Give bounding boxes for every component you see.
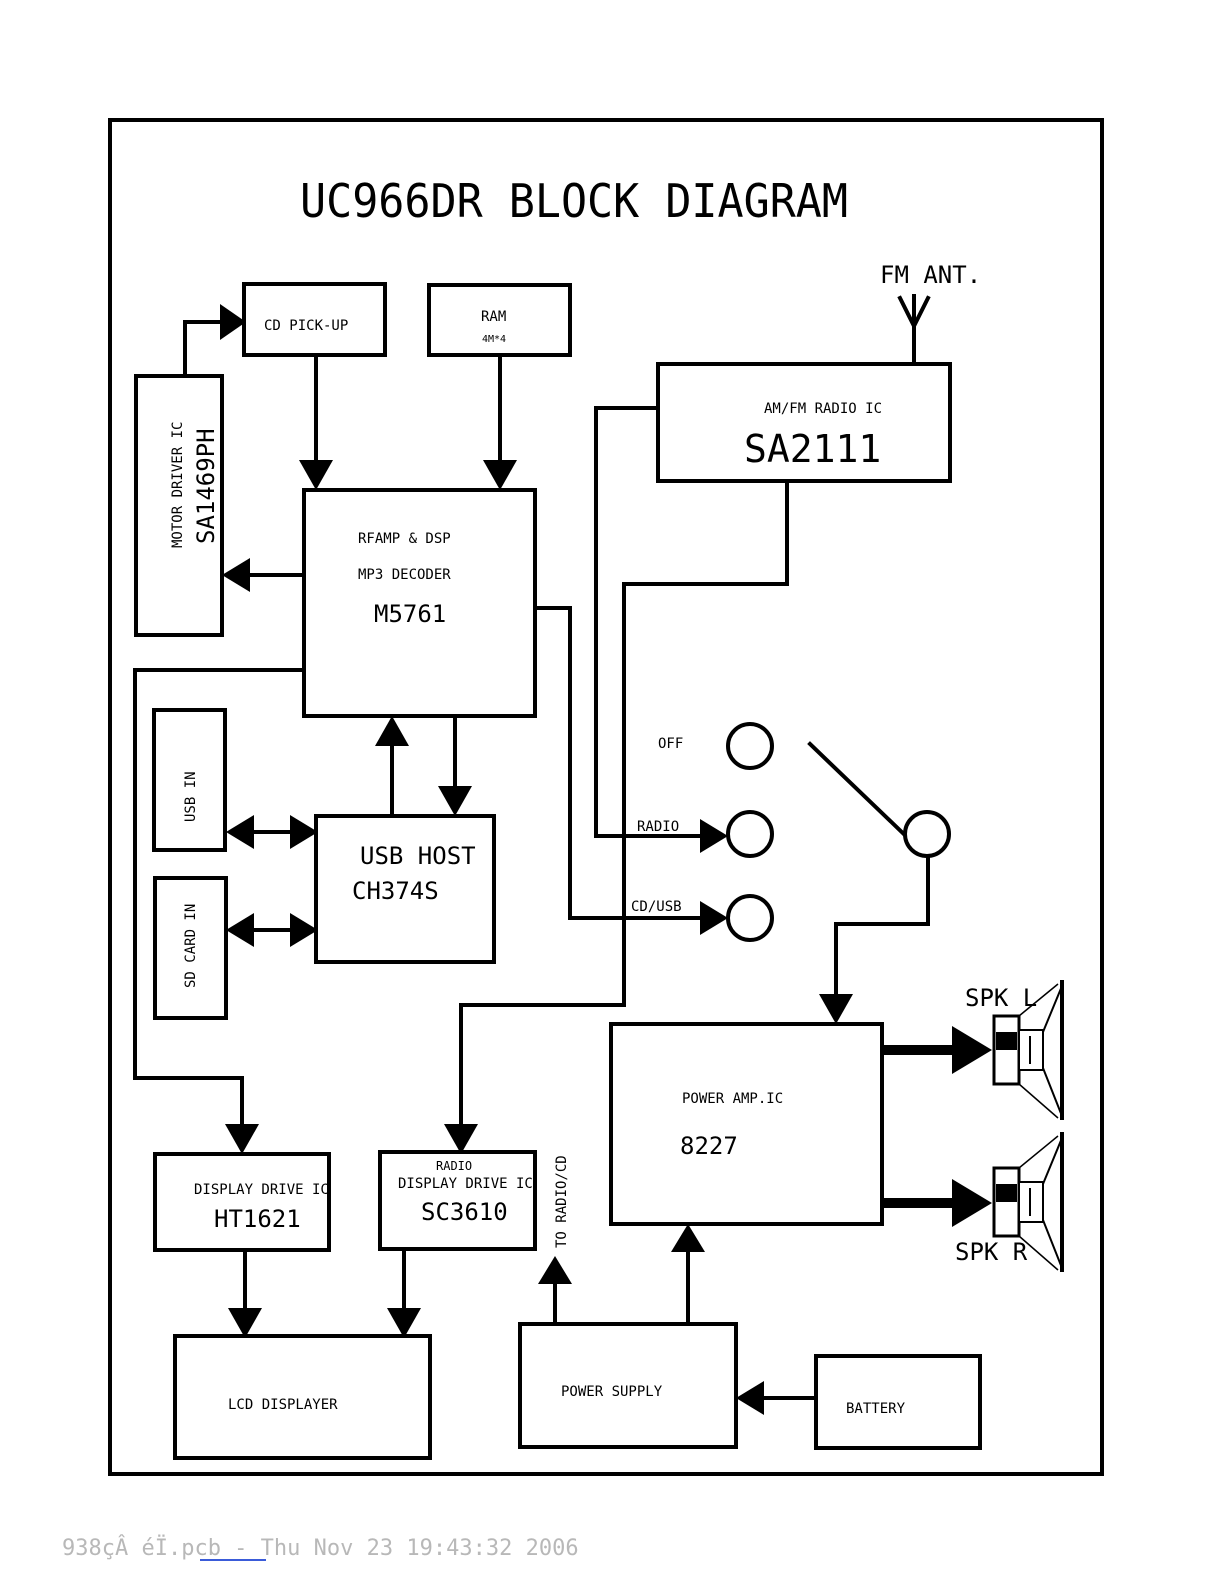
dsp-to-cdusb-line (534, 606, 704, 920)
usb-host-chip: CH374S (352, 877, 439, 905)
arrowhead (387, 1308, 421, 1338)
arrowhead (819, 994, 853, 1024)
arrowhead (222, 558, 250, 592)
arrowhead (671, 1224, 705, 1252)
switch-off-contact (726, 722, 774, 770)
speaker-left (992, 980, 1064, 1120)
display-drive-ic-2-label: DISPLAY DRIVE IC (398, 1176, 533, 1192)
usb-host-label: USB HOST (360, 842, 476, 870)
dsp-label-2: MP3 DECODER (358, 567, 451, 583)
dsp-to-disp1-line (133, 668, 306, 1130)
arrowhead (225, 1124, 259, 1154)
switch-common-contact (903, 810, 951, 858)
switch-radio-label: RADIO (637, 819, 679, 835)
power-supply-block: POWER SUPPLY (518, 1322, 738, 1449)
speaker-left-label: SPK L (965, 984, 1037, 1012)
selector-switch-lever (807, 741, 911, 841)
display-drive-ic-2-top-label: RADIO (436, 1159, 472, 1173)
motor-driver-chip: SA1469PH (192, 428, 220, 544)
display-drive-ic-1-block: DISPLAY DRIVE IC HT1621 (153, 1152, 331, 1252)
arrowhead (483, 460, 517, 490)
arrowhead (952, 1026, 992, 1074)
lcd-displayer-block: LCD DISPLAYER (173, 1334, 432, 1460)
radio-ic-label: AM/FM RADIO IC (764, 401, 882, 417)
display-drive-ic-2-chip: SC3610 (421, 1198, 508, 1226)
switch-cdusb-contact (726, 894, 774, 942)
cd-pickup-block: CD PICK-UP (242, 282, 387, 357)
motor-driver-label: MOTOR DRIVER IC (170, 422, 186, 548)
arrowhead (538, 1256, 572, 1284)
to-radio-cd-label: TO RADIO/CD (554, 1155, 570, 1248)
motor-to-pickup-line (183, 320, 224, 378)
radio-to-switch-line (594, 406, 704, 838)
arrowhead (290, 815, 318, 849)
power-amp-label: POWER AMP.IC (682, 1091, 783, 1107)
switch-to-amp-line (834, 854, 930, 998)
lcd-displayer-label: LCD DISPLAYER (228, 1397, 338, 1413)
arrowhead (226, 913, 254, 947)
dsp-label-1: RFAMP & DSP (358, 531, 451, 547)
ram-size-label: 4M*4 (482, 334, 506, 345)
power-amp-chip: 8227 (680, 1132, 738, 1160)
sd-card-in-block: SD CARD IN (153, 876, 228, 1020)
switch-off-label: OFF (658, 736, 683, 752)
arrowhead (952, 1179, 992, 1227)
dsp-chip: M5761 (374, 600, 446, 628)
arrowhead (228, 1308, 262, 1338)
arrowhead (290, 913, 318, 947)
ram-block: RAM 4M*4 (427, 283, 572, 357)
fm-antenna-label: FM ANT. (880, 261, 981, 289)
usb-in-block: USB IN (152, 708, 227, 852)
battery-block: BATTERY (814, 1354, 982, 1450)
arrowhead (226, 815, 254, 849)
arrowhead (438, 786, 472, 816)
usb-in-label: USB IN (183, 771, 199, 822)
radio-to-disp2-line (459, 480, 789, 1130)
diagram-title: UC966DR BLOCK DIAGRAM (300, 174, 848, 228)
sd-card-in-label: SD CARD IN (183, 904, 199, 988)
display-drive-ic-2-block: RADIO DISPLAY DRIVE IC SC3610 (378, 1150, 537, 1251)
battery-label: BATTERY (846, 1401, 906, 1417)
arrowhead (700, 901, 728, 935)
arrowhead (700, 819, 728, 853)
arrowhead (299, 460, 333, 490)
footer-text: 938çÂ éÏ.pcb - Thu Nov 23 19:43:32 2006 (62, 1535, 579, 1561)
arrowhead (220, 304, 246, 340)
power-supply-label: POWER SUPPLY (561, 1384, 663, 1400)
radio-ic-block: AM/FM RADIO IC SA2111 (656, 362, 952, 483)
power-amp-block: POWER AMP.IC 8227 (609, 1022, 884, 1226)
display-drive-ic-1-label: DISPLAY DRIVE IC (194, 1182, 329, 1198)
dsp-block: RFAMP & DSP MP3 DECODER M5761 (302, 488, 537, 718)
arrowhead (375, 716, 409, 746)
selector-switch: OFF RADIO CD/USB (631, 722, 951, 942)
motor-driver-block: MOTOR DRIVER IC SA1469PH (134, 374, 224, 637)
ram-label: RAM (481, 309, 506, 325)
arrowhead (736, 1381, 764, 1415)
switch-radio-contact (726, 810, 774, 858)
fm-antenna-icon (897, 295, 931, 331)
speaker-right-label: SPK R (955, 1238, 1028, 1266)
usb-host-block: USB HOST CH374S (314, 814, 496, 964)
display-drive-ic-1-chip: HT1621 (214, 1205, 301, 1233)
speaker-right (992, 1132, 1064, 1272)
switch-cdusb-label: CD/USB (631, 899, 682, 915)
arrowhead (444, 1124, 478, 1154)
cd-pickup-label: CD PICK-UP (264, 318, 348, 334)
radio-ic-chip: SA2111 (744, 427, 881, 471)
